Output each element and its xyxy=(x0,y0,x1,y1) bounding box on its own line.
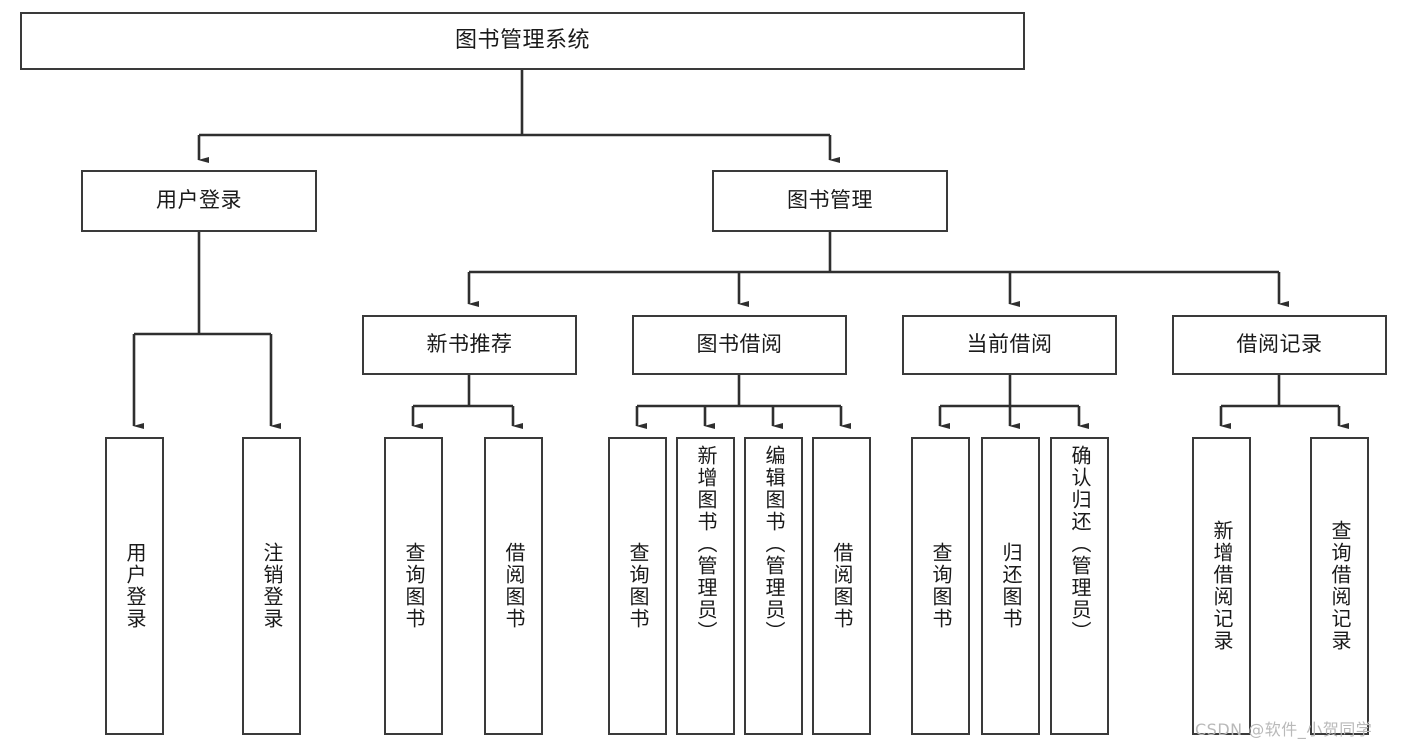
node-borrow-record[interactable]: 借阅记录 xyxy=(1172,315,1387,375)
node-label: 新增图书（管理员） xyxy=(694,445,718,643)
node-label: 确认归还（管理员） xyxy=(1068,445,1092,643)
leaf-current-query-book[interactable]: 查询图书 xyxy=(911,437,970,735)
node-label: 用户登录 xyxy=(156,188,242,213)
leaf-borrow-query-book[interactable]: 查询图书 xyxy=(608,437,667,735)
leaf-borrow-add-book-admin[interactable]: 新增图书（管理员） xyxy=(676,437,735,735)
node-new-book-recommend[interactable]: 新书推荐 xyxy=(362,315,577,375)
node-book-management[interactable]: 图书管理 xyxy=(712,170,948,232)
node-user-login[interactable]: 用户登录 xyxy=(81,170,317,232)
node-label: 借阅图书 xyxy=(830,542,854,630)
leaf-borrow-edit-book-admin[interactable]: 编辑图书（管理员） xyxy=(744,437,803,735)
leaf-user-login-signout[interactable]: 注销登录 xyxy=(242,437,301,735)
node-label: 新书推荐 xyxy=(426,332,513,357)
node-root-system[interactable]: 图书管理系统 xyxy=(20,12,1025,70)
node-label: 查询图书 xyxy=(626,542,650,630)
leaf-current-return-book[interactable]: 归还图书 xyxy=(981,437,1040,735)
leaf-borrow-borrow-book[interactable]: 借阅图书 xyxy=(812,437,871,735)
node-label: 借阅记录 xyxy=(1236,332,1323,357)
node-current-borrow[interactable]: 当前借阅 xyxy=(902,315,1117,375)
node-label: 注销登录 xyxy=(260,542,284,630)
node-label: 新增借阅记录 xyxy=(1210,520,1234,652)
leaf-record-add-record[interactable]: 新增借阅记录 xyxy=(1192,437,1251,735)
node-label: 当前借阅 xyxy=(966,332,1053,357)
node-label: 用户登录 xyxy=(123,542,147,630)
node-label: 查询图书 xyxy=(402,542,426,630)
node-book-borrow[interactable]: 图书借阅 xyxy=(632,315,847,375)
node-label: 图书借阅 xyxy=(696,332,783,357)
node-label: 编辑图书（管理员） xyxy=(762,445,786,643)
node-label: 借阅图书 xyxy=(502,542,526,630)
watermark-text: CSDN @软件_小贺同学 xyxy=(1195,720,1373,739)
leaf-user-login-signin[interactable]: 用户登录 xyxy=(105,437,164,735)
node-label: 查询借阅记录 xyxy=(1328,520,1352,652)
leaf-current-confirm-return-admin[interactable]: 确认归还（管理员） xyxy=(1050,437,1109,735)
node-label: 图书管理系统 xyxy=(454,27,590,53)
node-label: 图书管理 xyxy=(787,188,873,213)
leaf-recommend-query-book[interactable]: 查询图书 xyxy=(384,437,443,735)
leaf-record-query-record[interactable]: 查询借阅记录 xyxy=(1310,437,1369,735)
leaf-recommend-borrow-book[interactable]: 借阅图书 xyxy=(484,437,543,735)
node-label: 查询图书 xyxy=(929,542,953,630)
node-label: 归还图书 xyxy=(999,542,1023,630)
